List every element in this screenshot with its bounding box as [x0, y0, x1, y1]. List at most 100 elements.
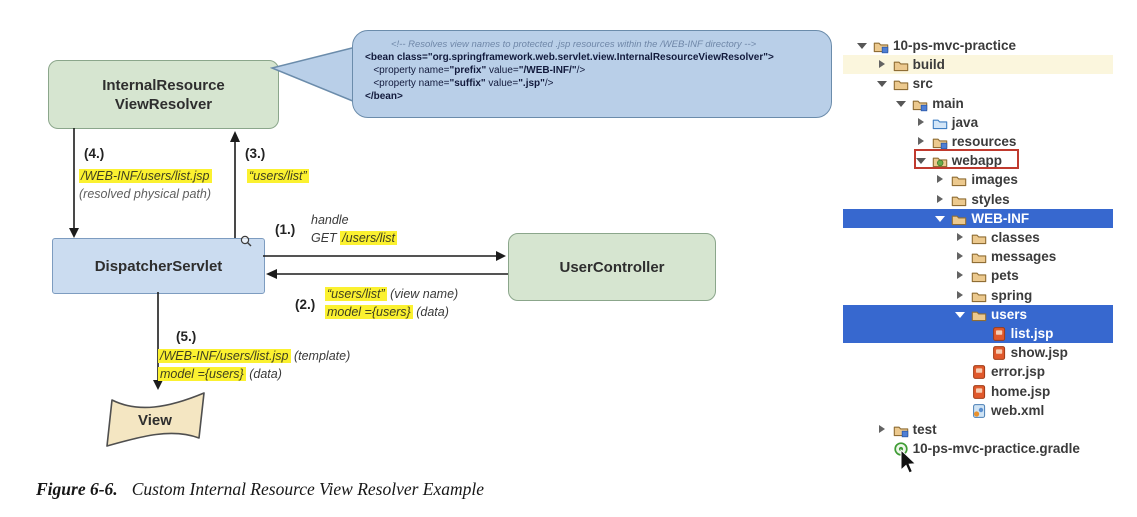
folder-badge-icon — [932, 134, 948, 150]
twisty-open-icon[interactable] — [933, 209, 951, 228]
folder-icon — [951, 172, 967, 188]
tree-item-show-jsp[interactable]: show.jsp — [843, 343, 1113, 362]
arrow-step-4 — [69, 128, 79, 238]
step-5-number: (5.) — [176, 329, 197, 344]
folder-badge-icon — [893, 422, 909, 438]
twisty-spacer — [875, 439, 893, 458]
twisty-closed-icon[interactable] — [875, 420, 893, 439]
folder-icon — [951, 192, 967, 208]
tree-item-resources[interactable]: resources — [843, 132, 1113, 151]
step-2-model: model ={users} (data) — [325, 305, 449, 319]
twisty-closed-icon[interactable] — [953, 228, 971, 247]
webapp-highlight-box — [914, 149, 1019, 169]
xml-code-line-1: <bean class="org.springframework.web.ser… — [365, 52, 774, 63]
tree-item-list-jsp[interactable]: list.jsp — [843, 324, 1113, 344]
arrow-step-1 — [263, 251, 506, 261]
xml-code-line-4: </bean> — [365, 91, 403, 102]
twisty-spacer — [973, 343, 991, 362]
tree-item-error-jsp[interactable]: error.jsp — [843, 362, 1113, 381]
folder-icon — [971, 307, 987, 323]
tree-item-spring[interactable]: spring — [843, 286, 1113, 305]
twisty-closed-icon[interactable] — [953, 286, 971, 305]
tree-item-label: WEB-INF — [971, 210, 1030, 226]
twisty-open-icon[interactable] — [855, 36, 873, 55]
tree-item-10-ps-mvc-practice-gradle[interactable]: 10-ps-mvc-practice.gradle — [843, 439, 1113, 458]
tree-item-label: images — [971, 172, 1018, 188]
twisty-open-icon[interactable] — [914, 151, 932, 170]
step-4-number: (4.) — [84, 146, 105, 161]
user-controller-label: UserController — [559, 258, 665, 276]
folder-icon — [971, 268, 987, 284]
user-controller-box: UserController — [508, 233, 716, 301]
folder-icon — [893, 76, 909, 92]
twisty-spacer — [953, 382, 971, 401]
tree-item-webapp[interactable]: webapp — [843, 151, 1113, 170]
arrow-step-3 — [230, 131, 240, 238]
folder-blue-icon — [932, 115, 948, 131]
twisty-spacer — [953, 401, 971, 420]
dispatcher-servlet-box: DispatcherServlet — [52, 238, 265, 294]
view-document-outline — [106, 392, 205, 447]
twisty-closed-icon[interactable] — [914, 113, 932, 132]
step-3-view-name: “users/list” — [247, 169, 309, 183]
step-4-path: /WEB-INF/users/list.jsp — [79, 169, 212, 183]
tree-item-classes[interactable]: classes — [843, 228, 1113, 247]
step-5-model: model ={users} (data) — [158, 367, 282, 381]
twisty-closed-icon[interactable] — [914, 132, 932, 151]
view-label: View — [138, 412, 172, 429]
tree-item-label: messages — [991, 249, 1057, 265]
twisty-closed-icon[interactable] — [953, 247, 971, 266]
tree-item-java[interactable]: java — [843, 113, 1113, 132]
twisty-closed-icon[interactable] — [933, 170, 951, 189]
folder-icon — [971, 230, 987, 246]
tree-item-test[interactable]: test — [843, 420, 1113, 439]
tree-item-images[interactable]: images — [843, 170, 1113, 189]
twisty-open-icon[interactable] — [875, 74, 893, 93]
twisty-closed-icon[interactable] — [953, 266, 971, 285]
xml-code-line-3: <property name="suffix" value=".jsp"/> — [365, 78, 554, 89]
twisty-closed-icon[interactable] — [933, 190, 951, 209]
step-1-number: (1.) — [275, 222, 296, 237]
xml-icon — [971, 403, 987, 419]
tree-item-home-jsp[interactable]: home.jsp — [843, 382, 1113, 401]
xml-code-block: <bean class="org.springframework.web.ser… — [365, 51, 821, 103]
step-2-number: (2.) — [295, 297, 316, 312]
view-shape: View — [100, 386, 215, 458]
tree-item-label: 10-ps-mvc-practice.gradle — [912, 441, 1080, 457]
jsp-icon — [991, 345, 1007, 361]
xml-config-callout: <!-- Resolves view names to protected .j… — [352, 30, 832, 118]
tree-item-main[interactable]: main — [843, 94, 1113, 113]
tree-item-web-inf[interactable]: WEB-INF — [843, 208, 1113, 228]
twisty-open-icon[interactable] — [894, 94, 912, 113]
tree-item-label: spring — [991, 287, 1033, 303]
step-4-note: (resolved physical path) — [79, 187, 212, 201]
tree-item-label: home.jsp — [991, 383, 1051, 399]
tree-item-10-ps-mvc-practice[interactable]: 10-ps-mvc-practice — [843, 36, 1113, 55]
tree-item-label: classes — [991, 230, 1040, 246]
folder-icon — [893, 57, 909, 73]
step-1-handle: handle — [311, 213, 349, 227]
folder-icon — [951, 211, 967, 227]
tree-item-label: build — [912, 57, 945, 73]
twisty-closed-icon[interactable] — [875, 55, 893, 74]
resolver-box-line2: ViewResolver — [114, 95, 213, 113]
tree-item-styles[interactable]: styles — [843, 190, 1113, 209]
arrow-step-2 — [266, 269, 508, 279]
tree-item-label: list.jsp — [1010, 326, 1054, 342]
xml-code-line-2: <property name="prefix" value="/WEB-INF/… — [365, 65, 586, 76]
tree-item-web-xml[interactable]: web.xml — [843, 401, 1113, 420]
tree-item-label: web.xml — [991, 402, 1045, 418]
jsp-icon — [991, 326, 1007, 342]
tree-item-label: test — [912, 422, 937, 438]
tree-item-messages[interactable]: messages — [843, 247, 1113, 266]
tree-item-build[interactable]: build — [843, 55, 1113, 75]
tree-item-pets[interactable]: pets — [843, 266, 1113, 285]
tree-item-src[interactable]: src — [843, 74, 1113, 93]
tree-item-users[interactable]: users — [843, 304, 1113, 324]
twisty-open-icon[interactable] — [953, 305, 971, 324]
callout-tail — [270, 45, 361, 106]
tree-item-label: styles — [971, 191, 1010, 207]
internal-resource-view-resolver-box: InternalResource ViewResolver — [48, 60, 279, 129]
